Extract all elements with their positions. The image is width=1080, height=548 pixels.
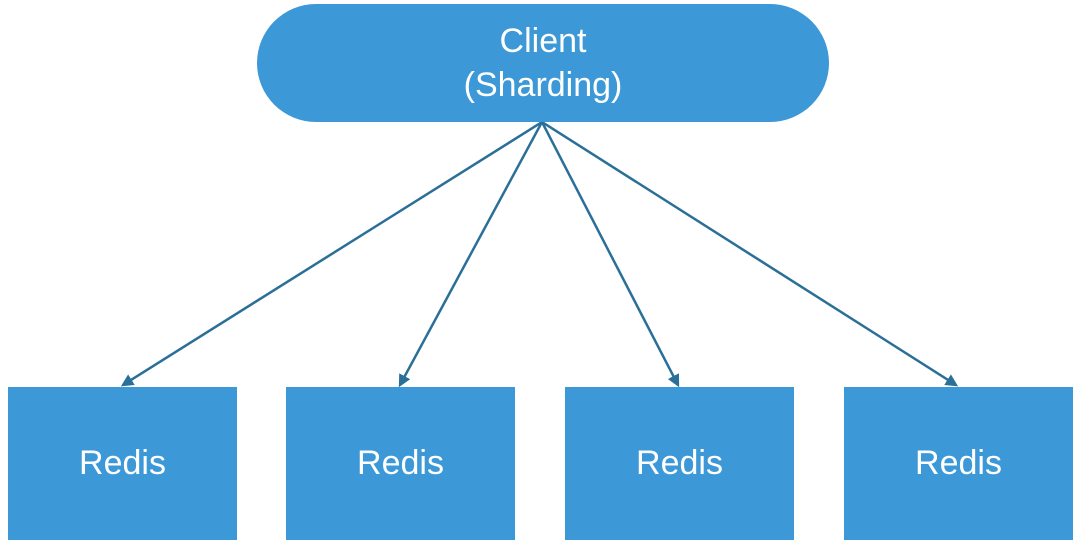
client-title: Client: [499, 22, 587, 60]
redis-label: Redis: [915, 444, 1002, 482]
client-node: Client (Sharding): [257, 4, 829, 122]
redis-node: Redis: [565, 387, 794, 540]
redis-label: Redis: [79, 444, 166, 482]
redis-label: Redis: [357, 444, 444, 482]
redis-node: Redis: [286, 387, 515, 540]
connector-to-redis-3: [540, 121, 680, 388]
connector-to-redis-1: [120, 120, 543, 387]
connector-to-redis-4: [541, 120, 959, 387]
connector-to-redis-2: [398, 121, 544, 388]
redis-label: Redis: [636, 444, 723, 482]
redis-node: Redis: [8, 387, 237, 540]
redis-node: Redis: [844, 387, 1073, 540]
client-subtitle: (Sharding): [463, 66, 623, 104]
